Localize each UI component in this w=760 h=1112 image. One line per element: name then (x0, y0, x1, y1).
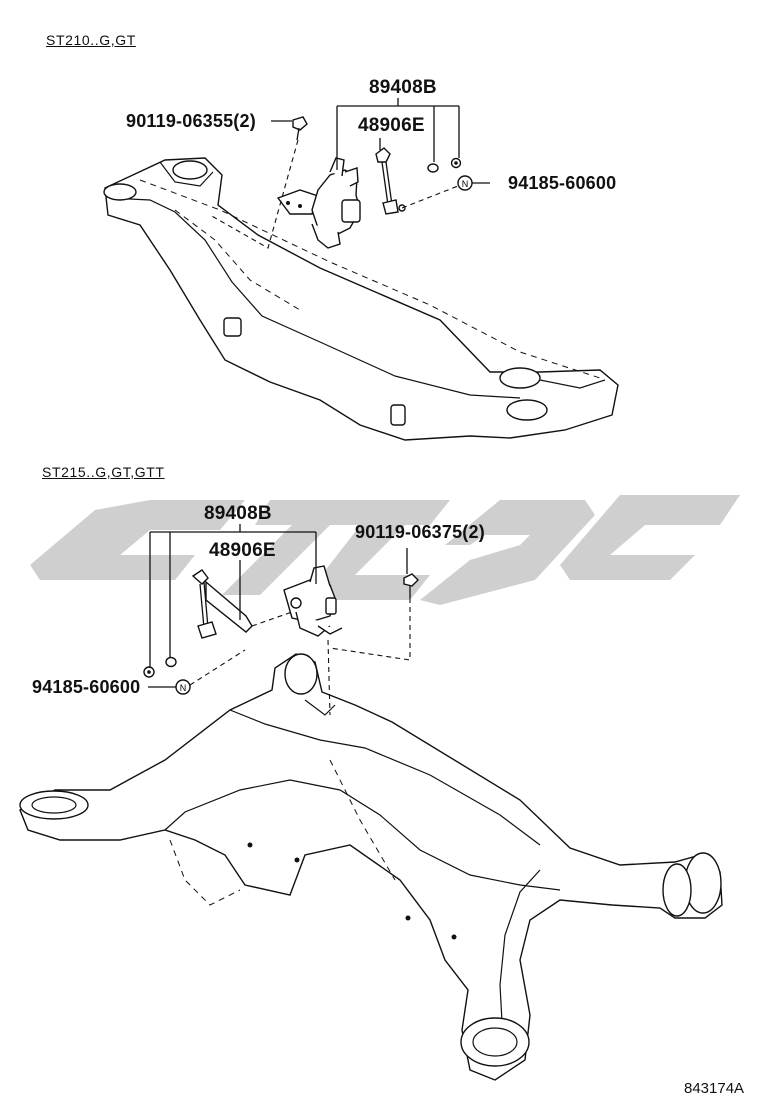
svg-text:N: N (462, 179, 469, 189)
washer-icon (427, 163, 439, 173)
bottom-part-nut[interactable]: 94185-60600 (32, 677, 141, 697)
top-part-48906e[interactable]: 48906E (358, 115, 425, 136)
watermark-glyph-1 (30, 500, 245, 580)
watermark-glyph-2 (222, 500, 390, 595)
link-rod-icon (375, 147, 406, 215)
washer-icon-4 (143, 666, 155, 678)
bottom-part-bolt[interactable]: 90119-06375(2) (355, 522, 485, 542)
bolt-icon (292, 116, 308, 141)
height-sensor-icon-2 (283, 565, 343, 637)
watermark-glyph-3 (310, 500, 450, 600)
bottom-leader-lines (148, 524, 411, 716)
nut-n-icon-2: N (175, 679, 191, 695)
watermark-glyph-5 (560, 495, 740, 580)
bolt-icon-2 (403, 573, 419, 598)
bottom-part-48906e[interactable]: 48906E (209, 540, 276, 561)
top-part-nut[interactable]: 94185-60600 (508, 173, 617, 193)
top-leader-lines (209, 98, 490, 249)
bottom-model-label: ST215..G,GT,GTT (42, 464, 165, 480)
top-crossmember (103, 157, 619, 441)
washer-icon-3 (165, 656, 177, 668)
watermark-glyph-4 (420, 500, 595, 605)
reference-code: 843174A (684, 1080, 745, 1097)
top-part-89408b[interactable]: 89408B (369, 77, 437, 98)
nut-n-icon: N (457, 175, 473, 191)
svg-text:N: N (180, 683, 187, 693)
top-model-label: ST210..G,GT (46, 32, 136, 48)
bottom-crossmember (19, 653, 723, 1081)
height-sensor-icon (276, 157, 361, 249)
washer-icon-2 (450, 157, 462, 169)
top-part-bolt[interactable]: 90119-06355(2) (126, 111, 256, 131)
bottom-part-89408b[interactable]: 89408B (204, 503, 272, 524)
watermark-logo (30, 495, 740, 605)
